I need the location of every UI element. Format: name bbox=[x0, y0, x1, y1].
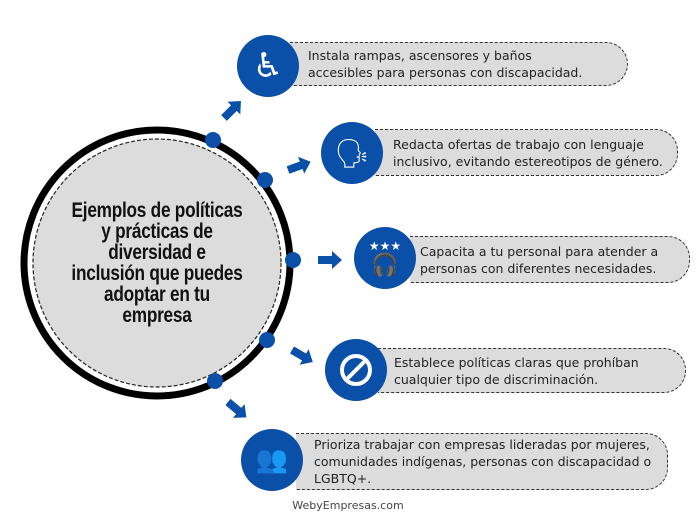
group-icon: 👥 bbox=[241, 429, 303, 491]
item-1-text: Instala rampas, ascensores y baños acces… bbox=[308, 48, 583, 80]
connector-dots bbox=[205, 132, 301, 389]
item-3-text: Capacita a tu personal para atender a pe… bbox=[420, 243, 659, 276]
speaking-head-icon: 🗣 bbox=[321, 122, 383, 184]
item-2-box: Redacta ofertas de trabajo con lenguaje … bbox=[375, 129, 678, 176]
arrow-icon bbox=[221, 101, 241, 121]
item-4-box: Establece políticas claras que prohíban … bbox=[378, 348, 686, 393]
arrow-icon bbox=[286, 156, 311, 174]
item-4-text: Establece políticas claras que prohíban … bbox=[394, 354, 639, 387]
item-5-box: Prioriza trabajar con empresas lideradas… bbox=[296, 433, 668, 490]
wheelchair-icon: ♿ bbox=[237, 35, 299, 97]
arrows bbox=[221, 101, 342, 418]
arrow-icon bbox=[225, 398, 247, 418]
center-title: Ejemplos de políticas y prácticas de div… bbox=[71, 199, 243, 327]
item-5-text: Prioriza trabajar con empresas lideradas… bbox=[314, 437, 652, 486]
item-3-box: Capacita a tu personal para atender a pe… bbox=[410, 236, 690, 283]
customer-service-stars-icon: ★★★🎧 bbox=[354, 227, 416, 289]
item-2-text: Redacta ofertas de trabajo con lenguaje … bbox=[393, 136, 663, 169]
item-1-box: Instala rampas, ascensores y baños acces… bbox=[290, 42, 628, 86]
prohibited-icon bbox=[325, 339, 387, 401]
arrow-icon bbox=[318, 251, 342, 269]
center-circle-fill bbox=[32, 138, 282, 388]
footer-credit: WebyEmpresas.com bbox=[292, 499, 404, 512]
arrow-icon bbox=[290, 346, 313, 365]
